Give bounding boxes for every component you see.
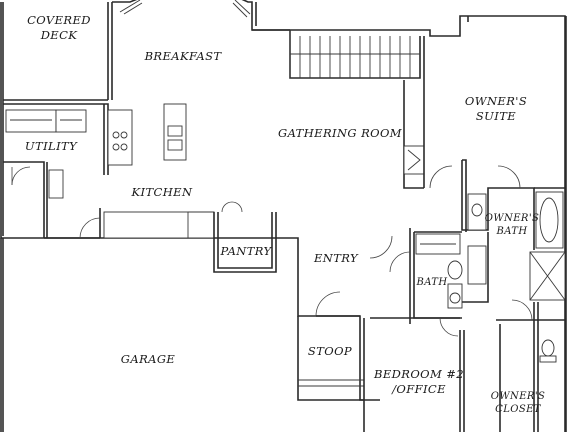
- owners-closet-line-1: OWNER'S: [490, 391, 546, 402]
- utility-label: UTILITY: [24, 139, 78, 153]
- garage-label: GARAGE: [120, 352, 176, 366]
- covered-deck-line-1: COVERED: [27, 13, 91, 27]
- fireplace: [403, 36, 453, 189]
- gathering-room-label: GATHERING ROOM: [278, 126, 402, 140]
- hall-bath: [369, 228, 463, 319]
- bedroom2-line-1: BEDROOM #2: [374, 367, 464, 381]
- breakfast-label: BREAKFAST: [144, 49, 222, 63]
- owners-bath-line-1: OWNER'S: [484, 213, 540, 224]
- pantry-label: PANTRY: [220, 244, 272, 258]
- stoop-label: STOOP: [307, 344, 353, 358]
- bedroom2-line-2: /OFFICE: [392, 382, 446, 396]
- utility-walls: [3, 99, 109, 239]
- owners-suite-line-1: OWNER'S: [464, 94, 528, 108]
- covered-deck-line-2: DECK: [40, 28, 78, 42]
- covered-deck-label: COVERED DECK: [22, 13, 96, 43]
- bedroom2-walls: [370, 317, 460, 337]
- owners-closet-label: OWNER'S CLOSET: [484, 390, 552, 416]
- kitchen-fixtures: [79, 103, 215, 239]
- entry-stoop: [297, 291, 365, 432]
- owners-bath-label: OWNER'S BATH: [482, 212, 542, 238]
- kitchen-label: KITCHEN: [131, 185, 193, 199]
- stairs: [289, 30, 421, 79]
- owners-bath-line-2: BATH: [496, 226, 528, 237]
- garage: [0, 238, 4, 432]
- breakfast-bay-window: [119, 0, 251, 18]
- owners-suite-label: OWNER'S SUITE: [458, 94, 534, 124]
- owners-closet-line-2: CLOSET: [495, 404, 541, 415]
- bedroom2-label: BEDROOM #2 /OFFICE: [372, 367, 466, 397]
- entry-label: ENTRY: [313, 251, 359, 265]
- owners-suite-line-2: SUITE: [475, 109, 517, 123]
- pantry-walls: [213, 201, 277, 273]
- owners-bath-walls: [459, 159, 566, 432]
- bath-label: BATH: [416, 277, 448, 288]
